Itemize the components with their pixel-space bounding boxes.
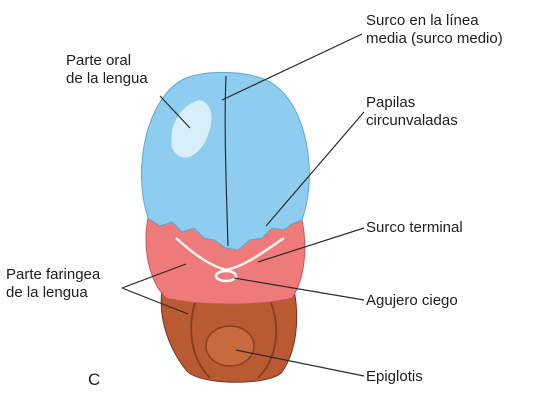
label-median-sulcus-line2: media (surco medio) [366, 30, 503, 48]
leader-median-sulcus [222, 34, 362, 100]
label-oral-part: Parte oral de la lengua [66, 52, 148, 88]
label-pharyngeal-line1: Parte faringea [6, 266, 100, 284]
label-foramen-cecum: Agujero ciego [366, 292, 458, 310]
label-papillae-line2: circunvaladas [366, 112, 458, 130]
label-oral-part-line1: Parte oral [66, 52, 148, 70]
label-median-sulcus-line1: Surco en la línea [366, 12, 503, 30]
epiglottis-tip [206, 326, 254, 366]
panel-letter: C [88, 370, 100, 390]
label-pharyngeal-line2: de la lengua [6, 284, 100, 302]
label-papillae-line1: Papilas [366, 94, 458, 112]
label-oral-part-line2: de la lengua [66, 70, 148, 88]
label-median-sulcus: Surco en la línea media (surco medio) [366, 12, 503, 48]
label-epiglottis: Epiglotis [366, 368, 423, 386]
label-terminal-sulcus: Surco terminal [366, 219, 463, 237]
label-circumvallate-papillae: Papilas circunvaladas [366, 94, 458, 130]
label-pharyngeal-part: Parte faringea de la lengua [6, 266, 100, 302]
